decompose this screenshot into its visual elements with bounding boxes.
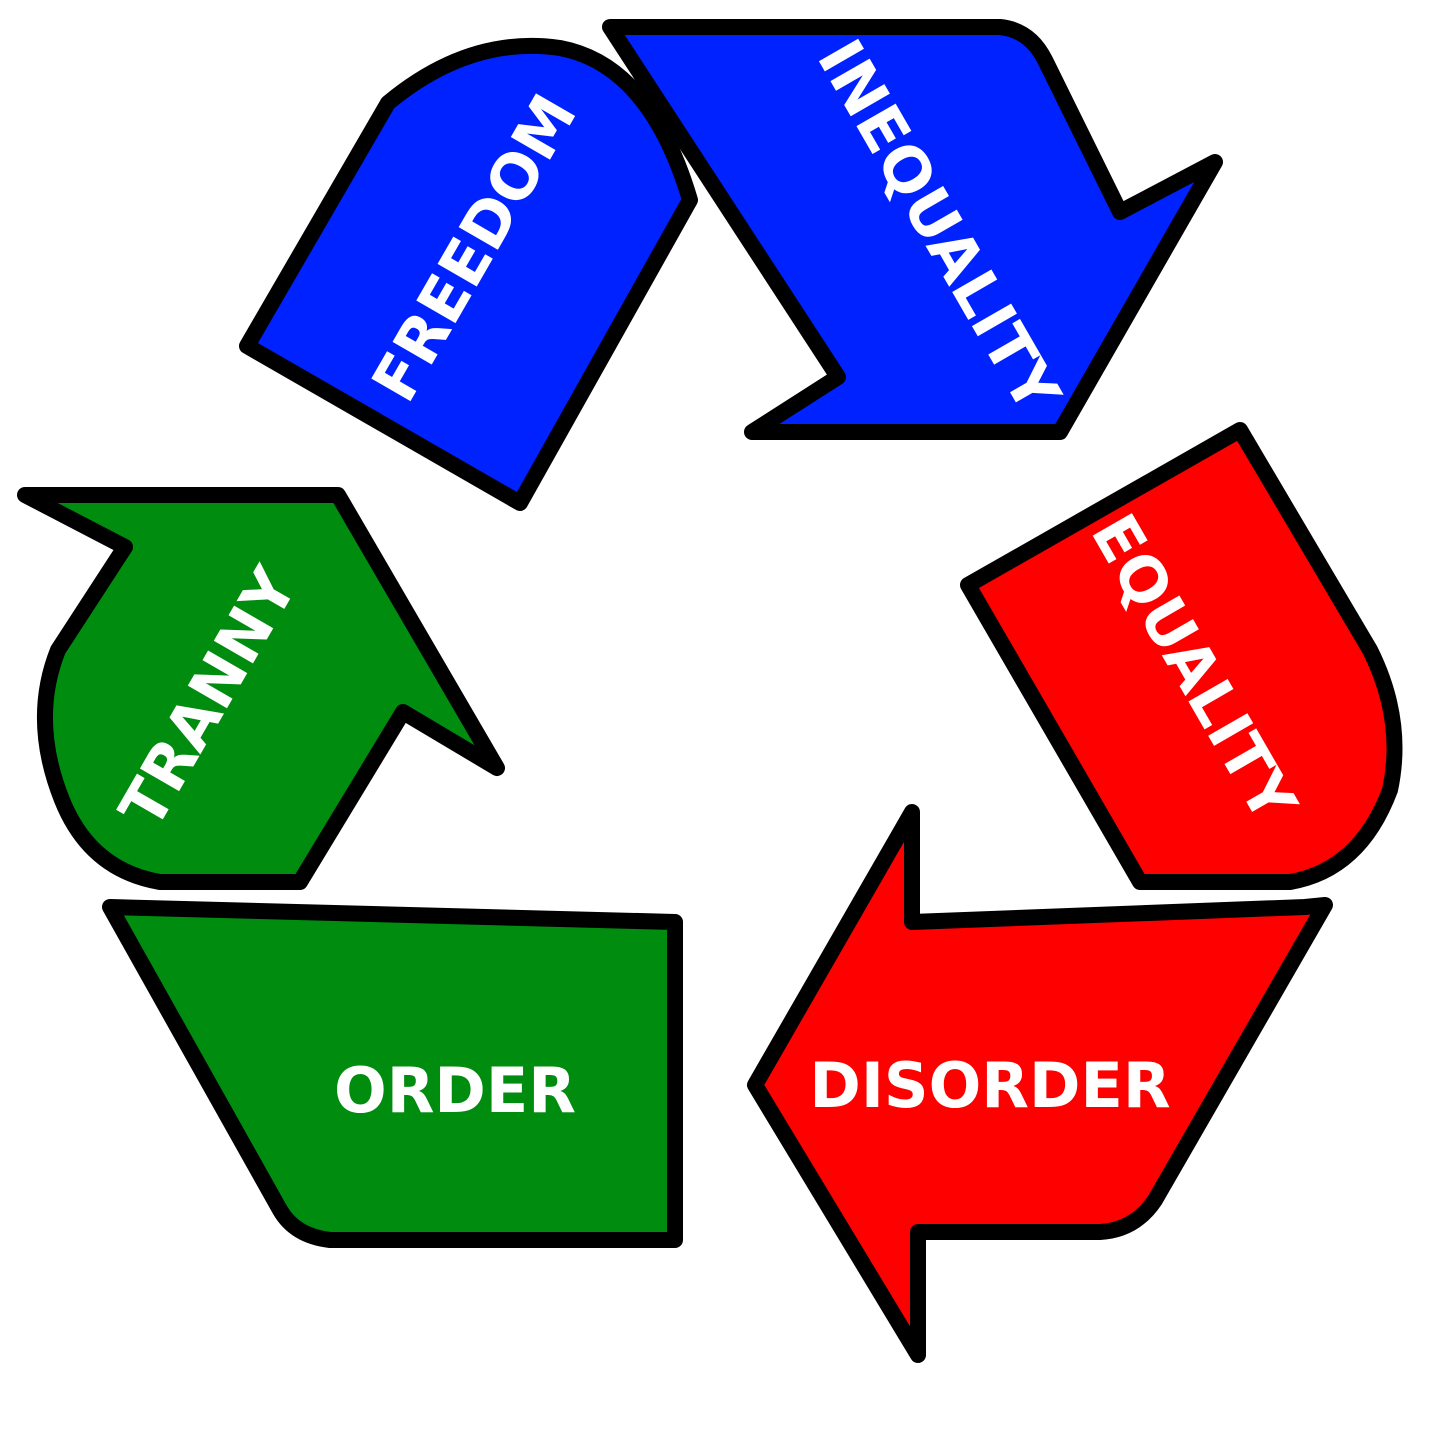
disorder-arrow bbox=[747, 804, 1333, 1363]
order-segment bbox=[102, 899, 683, 1248]
tranny-arrow bbox=[17, 487, 505, 890]
order-label: ORDER bbox=[334, 1054, 576, 1127]
disorder-label: DISORDER bbox=[809, 1049, 1170, 1122]
freedom-segment bbox=[239, 37, 698, 511]
inequality-arrow bbox=[602, 19, 1223, 440]
equality-segment bbox=[960, 422, 1403, 890]
